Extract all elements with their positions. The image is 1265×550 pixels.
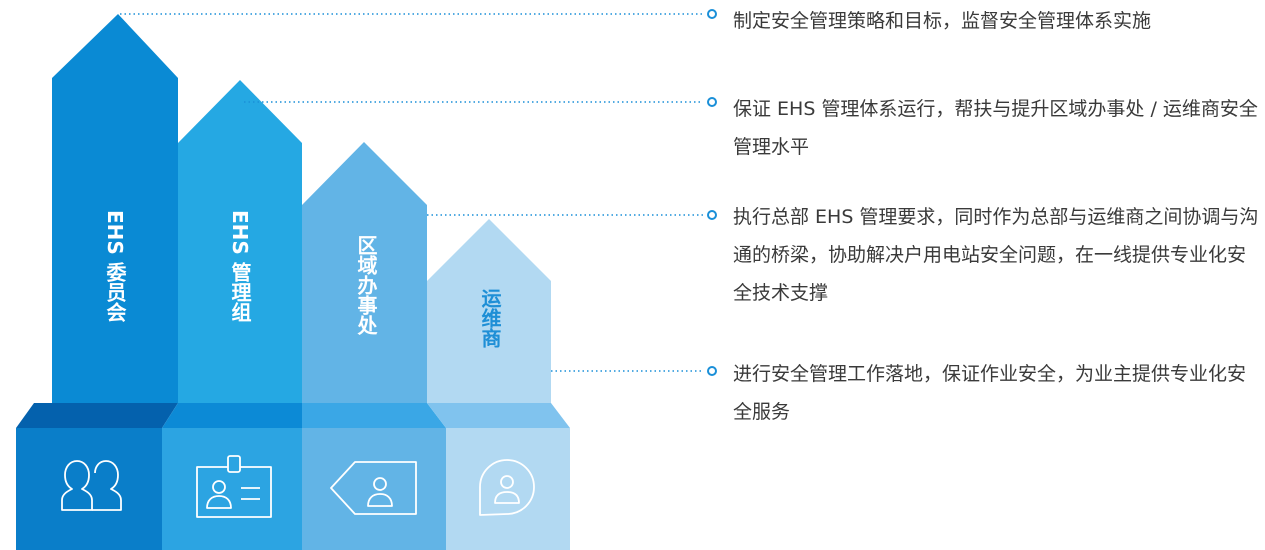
base-front-face bbox=[446, 428, 570, 550]
arrow-shape bbox=[178, 80, 302, 403]
level-column-ehs-management-group: EHS 管理组 bbox=[178, 80, 302, 403]
person-bubble-icon bbox=[479, 459, 535, 516]
id-badge-icon bbox=[196, 455, 272, 518]
arrow-shape bbox=[427, 219, 551, 403]
base-front-face bbox=[162, 428, 302, 550]
level-label: 区域办事处 bbox=[354, 235, 378, 336]
base-front-face bbox=[16, 428, 162, 550]
level-column-regional-office: 区域办事处 bbox=[302, 142, 427, 403]
level-description-om-provider: 进行安全管理工作落地，保证作业安全，为业主提供专业化安全服务 bbox=[733, 363, 1247, 423]
level-column-om-provider: 运维商 bbox=[427, 219, 551, 403]
level-description-ehs-management-group: 保证 EHS 管理体系运行，帮扶与提升区域办事处 / 运维商安全管理水平 bbox=[733, 98, 1258, 158]
base-top-face bbox=[16, 403, 178, 428]
leader-end-marker bbox=[707, 97, 717, 107]
base-top-face bbox=[302, 403, 446, 428]
level-label: EHS 管理组 bbox=[228, 210, 252, 322]
base-top-face bbox=[162, 403, 302, 428]
level-description-ehs-committee: 制定安全管理策略和目标，监督安全管理体系实施 bbox=[733, 10, 1152, 32]
tag-person-icon bbox=[330, 461, 417, 515]
arrow-shape bbox=[52, 14, 178, 403]
two-people-icon bbox=[61, 460, 122, 511]
base-front-face bbox=[302, 428, 446, 550]
arrow-shape bbox=[302, 142, 427, 403]
base-block bbox=[16, 403, 570, 550]
level-column-ehs-committee: EHS 委员会 bbox=[52, 14, 178, 403]
base-top-face bbox=[427, 403, 570, 428]
leader-end-marker bbox=[707, 366, 717, 376]
level-label: 运维商 bbox=[478, 288, 502, 348]
level-description-regional-office: 执行总部 EHS 管理要求，同时作为总部与运维商之间协调与沟通的桥梁，协助解决户… bbox=[733, 206, 1259, 304]
leader-end-marker bbox=[707, 9, 717, 19]
level-label: EHS 委员会 bbox=[103, 210, 127, 322]
leader-end-marker bbox=[707, 210, 717, 220]
